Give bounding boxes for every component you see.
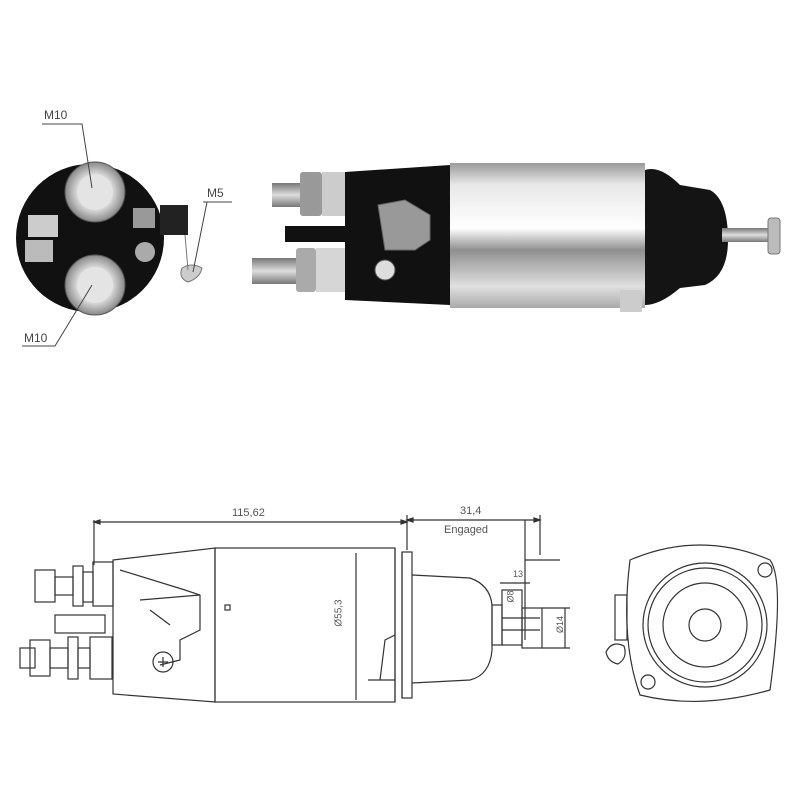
dim-shaft-length: 13 [513,569,524,579]
side-view-photo [252,163,781,312]
dim-plunger-travel: 31,4 [460,505,482,517]
dim-body-length: 115,62 [232,507,265,519]
leader-lines [22,123,232,347]
dim-plunger-state: Engaged [444,524,489,536]
label-top-terminal: M10 [44,108,68,122]
label-bottom-terminal: M10 [24,331,48,345]
end-view-photo [16,161,203,316]
dim-body-diameter: Ø55,3 [333,599,345,627]
dim-shaft-diameter: Ø8 [505,590,516,603]
label-small-terminal: M5 [207,186,224,200]
dim-head-diameter: Ø14 [555,615,566,634]
technical-drawing [19,515,779,703]
